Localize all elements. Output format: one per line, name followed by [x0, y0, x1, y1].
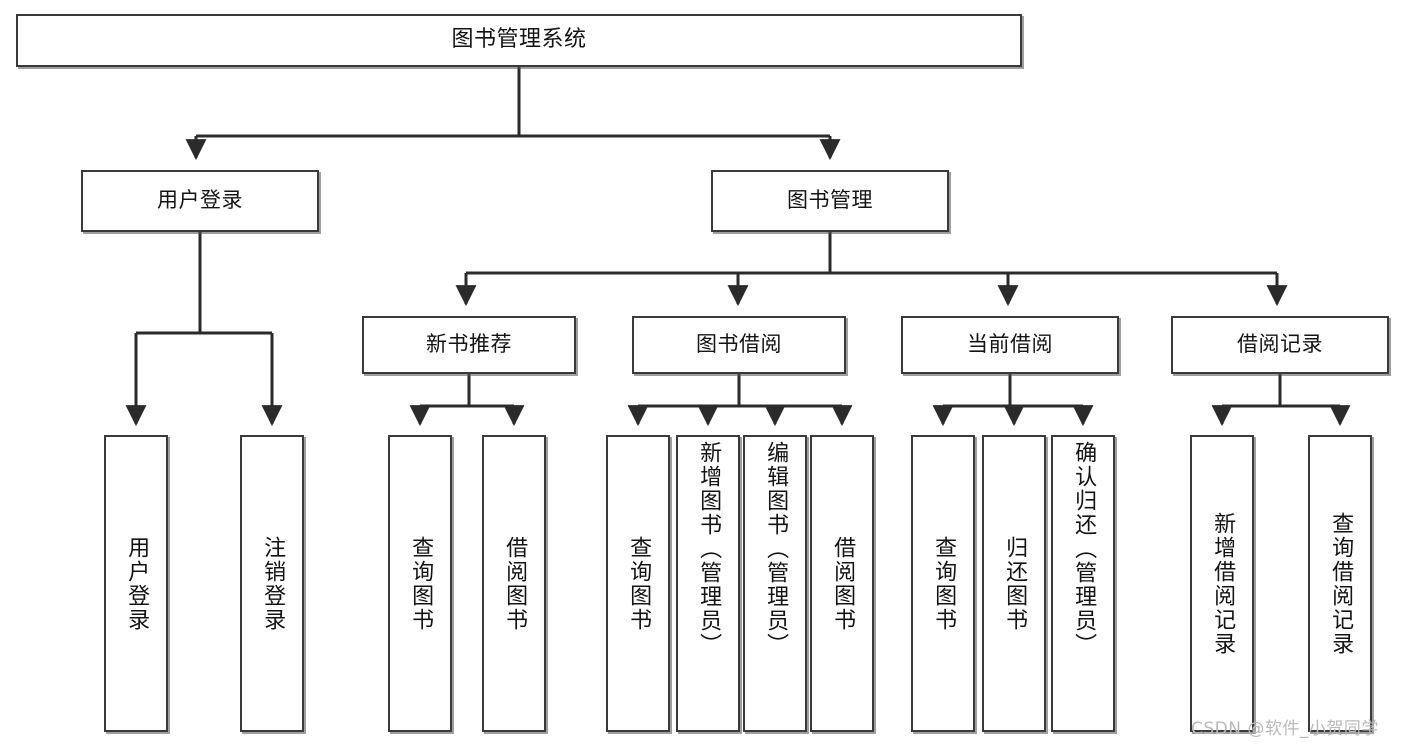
node-current-borrow[interactable]: 当前借阅 [901, 316, 1119, 374]
node-leaf-return-book-label: 归还图书 [1002, 535, 1028, 632]
node-book-manage-label: 图书管理 [787, 188, 873, 213]
node-current-borrow-label: 当前借阅 [967, 332, 1053, 357]
node-book-borrow-label: 图书借阅 [696, 332, 782, 357]
node-book-manage[interactable]: 图书管理 [711, 170, 949, 232]
node-leaf-edit-book-label: 编辑图书（管理员） [763, 441, 789, 657]
node-leaf-borrow-book-2[interactable]: 借阅图书 [810, 435, 874, 732]
node-borrow-record[interactable]: 借阅记录 [1171, 316, 1389, 374]
node-leaf-add-record[interactable]: 新增借阅记录 [1190, 435, 1254, 732]
node-leaf-add-book-label: 新增图书（管理员） [696, 441, 722, 657]
node-root[interactable]: 图书管理系统 [16, 14, 1022, 67]
node-leaf-user-login-label: 用户登录 [124, 535, 150, 632]
node-borrow-record-label: 借阅记录 [1237, 332, 1323, 357]
node-leaf-query-book-3[interactable]: 查询图书 [911, 435, 975, 732]
node-book-borrow[interactable]: 图书借阅 [632, 316, 846, 374]
node-leaf-query-book-3-label: 查询图书 [931, 535, 957, 632]
node-leaf-query-book-1-label: 查询图书 [408, 535, 434, 632]
node-new-book-rec-label: 新书推荐 [426, 332, 512, 357]
csdn-watermark: CSDN @软件_小贺同学 [1191, 719, 1379, 739]
node-user-login[interactable]: 用户登录 [81, 170, 319, 232]
node-leaf-user-login[interactable]: 用户登录 [104, 435, 168, 732]
node-leaf-query-book-1[interactable]: 查询图书 [388, 435, 452, 732]
node-leaf-borrow-book-2-label: 借阅图书 [830, 535, 856, 632]
node-leaf-borrow-book-1-label: 借阅图书 [502, 535, 528, 632]
node-leaf-confirm-return-label: 确认归还（管理员） [1071, 441, 1097, 657]
node-leaf-add-book[interactable]: 新增图书（管理员） [676, 435, 740, 732]
node-leaf-add-record-label: 新增借阅记录 [1210, 511, 1236, 656]
node-new-book-rec[interactable]: 新书推荐 [362, 316, 576, 374]
node-leaf-confirm-return[interactable]: 确认归还（管理员） [1051, 435, 1115, 732]
node-leaf-query-book-2[interactable]: 查询图书 [606, 435, 670, 732]
node-leaf-user-logout[interactable]: 注销登录 [240, 435, 304, 732]
node-leaf-edit-book[interactable]: 编辑图书（管理员） [743, 435, 807, 732]
node-leaf-query-book-2-label: 查询图书 [626, 535, 652, 632]
node-leaf-return-book[interactable]: 归还图书 [982, 435, 1046, 732]
node-user-login-label: 用户登录 [157, 188, 243, 213]
node-leaf-query-record-label: 查询借阅记录 [1328, 511, 1354, 656]
node-leaf-borrow-book-1[interactable]: 借阅图书 [482, 435, 546, 732]
node-root-label: 图书管理系统 [451, 27, 587, 53]
node-leaf-user-logout-label: 注销登录 [260, 535, 286, 632]
node-leaf-query-record[interactable]: 查询借阅记录 [1308, 435, 1372, 732]
